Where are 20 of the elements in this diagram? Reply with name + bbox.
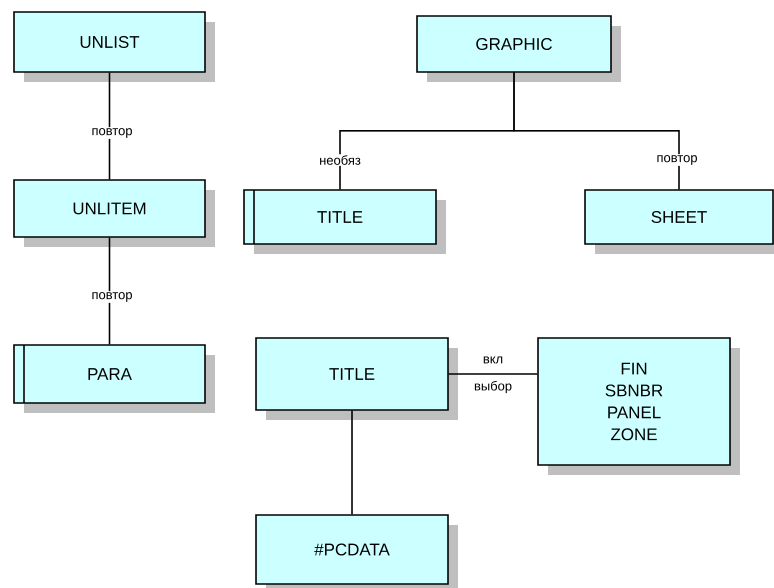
connector-line xyxy=(351,410,353,514)
entity-box: UNLITEM xyxy=(13,179,215,247)
entity-box: GRAPHIC xyxy=(416,15,621,82)
entity-box: PARA xyxy=(13,344,215,413)
edge-label: вкл xyxy=(484,356,502,364)
entity-box: SHEET xyxy=(584,189,774,254)
entity-box: FIN SBNBR PANEL ZONE xyxy=(537,337,740,475)
annotation-text: выбор xyxy=(474,380,512,394)
edge-label: повтор xyxy=(90,127,134,139)
entity-box: TITLE xyxy=(243,189,446,254)
entity-box: UNLIST xyxy=(13,11,215,82)
edge-label: необяз xyxy=(318,154,362,166)
connector-line xyxy=(448,373,538,375)
edge-label: повтор xyxy=(90,291,134,303)
connector-line xyxy=(513,72,680,190)
connector-line xyxy=(108,238,110,344)
connector-line xyxy=(108,72,110,180)
edge-label: повтор xyxy=(656,154,698,166)
entity-box: TITLE xyxy=(255,337,458,420)
entity-box: #PCDATA xyxy=(255,514,458,588)
